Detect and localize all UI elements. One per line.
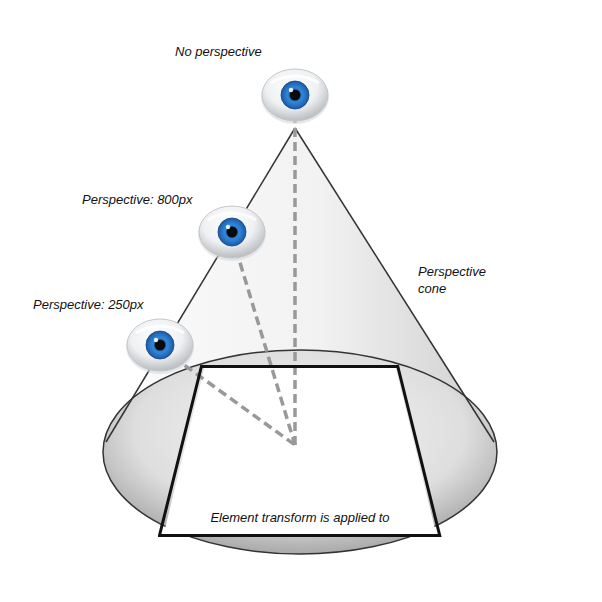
cone-label: Perspective cone	[418, 264, 496, 298]
cone-base	[103, 350, 497, 554]
element-plane: Element transform is applied to	[158, 365, 441, 537]
eye-icon	[126, 319, 194, 374]
perspective-label: Perspective: 800px	[82, 192, 193, 209]
sight-lines	[162, 100, 295, 445]
perspective-label: No perspective	[175, 44, 262, 61]
plane-caption: Element transform is applied to	[158, 510, 441, 525]
perspective-label: Perspective: 250px	[33, 297, 144, 314]
eye-icon	[261, 69, 329, 124]
eye-icon	[198, 206, 266, 261]
